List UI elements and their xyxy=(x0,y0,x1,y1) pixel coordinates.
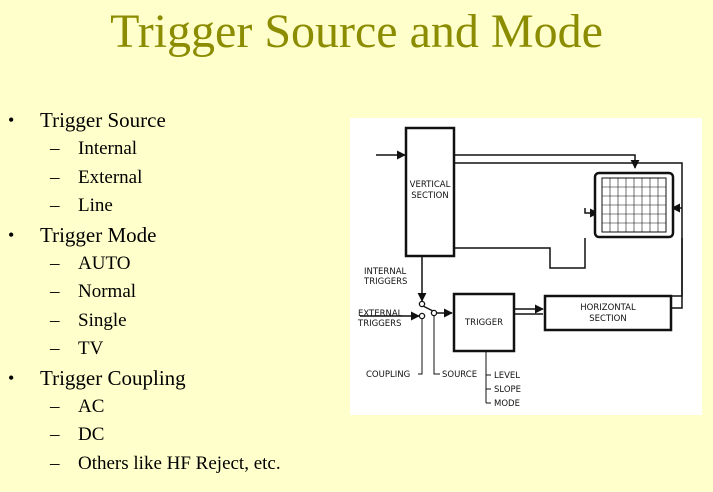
horizontal-label-1: HORIZONTAL xyxy=(580,303,636,313)
subitem-internal: –Internal xyxy=(0,135,345,164)
subitem-label: External xyxy=(78,166,143,188)
external-contact xyxy=(418,312,426,320)
subitem-label: TV xyxy=(78,338,104,359)
dash-mark: – xyxy=(50,309,60,331)
subitem-auto: –AUTO xyxy=(0,250,345,279)
switch-lever xyxy=(422,305,434,312)
bullet-item-trigger-mode: • Trigger Mode xyxy=(0,221,345,250)
trigger-block xyxy=(452,292,516,353)
subitem-line: –Line xyxy=(0,192,345,221)
subitem-external: –External xyxy=(0,164,345,193)
vertical-output-line xyxy=(454,154,640,169)
coupling-leader xyxy=(418,319,423,375)
dash-mark: – xyxy=(50,138,60,159)
subitem-label: Internal xyxy=(78,138,138,159)
vertical-label-2: SECTION xyxy=(411,191,448,201)
subitem-label: DC xyxy=(78,424,105,445)
diagram-svg: VERTICAL SECTION xyxy=(357,126,683,409)
dash-mark: – xyxy=(50,195,60,216)
slide-title: Trigger Source and Mode xyxy=(110,5,603,58)
dash-mark: – xyxy=(50,166,60,188)
horizontal-section-block xyxy=(543,294,673,332)
subitem-tv: –TV xyxy=(0,335,345,364)
bullet-label: Trigger Coupling xyxy=(40,365,186,390)
dash-mark: – xyxy=(50,395,60,417)
source-label: SOURCE xyxy=(442,370,477,380)
dash-mark: – xyxy=(50,452,60,474)
trigger-block-diagram: VERTICAL SECTION xyxy=(350,118,702,415)
deflection-arrow-left xyxy=(584,208,599,218)
switch-common xyxy=(430,309,438,317)
horizontal-label-2: SECTION xyxy=(589,314,626,324)
subitem-others: –Others like HF Reject, etc. xyxy=(0,450,345,479)
internal-contact xyxy=(418,300,426,308)
vertical-label-1: VERTICAL xyxy=(410,180,451,190)
dash-mark: – xyxy=(50,338,60,359)
level-label: LEVEL xyxy=(494,371,520,381)
internal-triggers-label-2: TRIGGERS xyxy=(363,277,407,287)
internal-triggers-label-1: INTERNAL xyxy=(364,267,407,277)
subitem-label: Others like HF Reject, etc. xyxy=(78,452,281,474)
external-triggers-label-1: EXTERNAL xyxy=(358,309,403,319)
crt-grid-lines xyxy=(602,178,666,232)
bullet-mark: • xyxy=(8,367,15,388)
subitem-normal: –Normal xyxy=(0,278,345,307)
horizontal-to-crt xyxy=(671,238,683,309)
subitem-dc: –DC xyxy=(0,421,345,450)
dash-mark: – xyxy=(50,281,60,302)
bullet-mark: • xyxy=(8,224,15,245)
bullet-item-trigger-coupling: • Trigger Coupling xyxy=(0,364,345,393)
bullet-list: •Trigger Source –Internal –External –Lin… xyxy=(0,106,345,478)
bullet-label: Trigger Source xyxy=(40,108,166,132)
vertical-to-crt-bottom xyxy=(454,238,586,269)
subitem-ac: –AC xyxy=(0,393,345,422)
subitem-label: AUTO xyxy=(78,252,131,274)
bullet-item-trigger-source: • Trigger Source xyxy=(0,106,345,135)
subitem-label: AC xyxy=(78,395,105,417)
subitem-label: Line xyxy=(78,195,113,216)
external-triggers-label-2: TRIGGERS xyxy=(357,319,401,329)
source-leader xyxy=(433,316,440,375)
slope-label: SLOPE xyxy=(494,385,521,395)
trigger-label: TRIGGER xyxy=(464,318,503,328)
subitem-label: Single xyxy=(78,309,127,331)
dash-mark: – xyxy=(50,424,60,445)
subitem-label: Normal xyxy=(78,281,137,302)
mode-label: MODE xyxy=(494,399,520,409)
vertical-section-block xyxy=(404,126,456,258)
subitem-single: –Single xyxy=(0,307,345,336)
coupling-label: COUPLING xyxy=(366,370,410,380)
dash-mark: – xyxy=(50,252,60,274)
vertical-output-line-2 xyxy=(454,162,683,297)
bullet-mark: • xyxy=(8,110,15,130)
bullet-label: Trigger Mode xyxy=(40,222,157,247)
